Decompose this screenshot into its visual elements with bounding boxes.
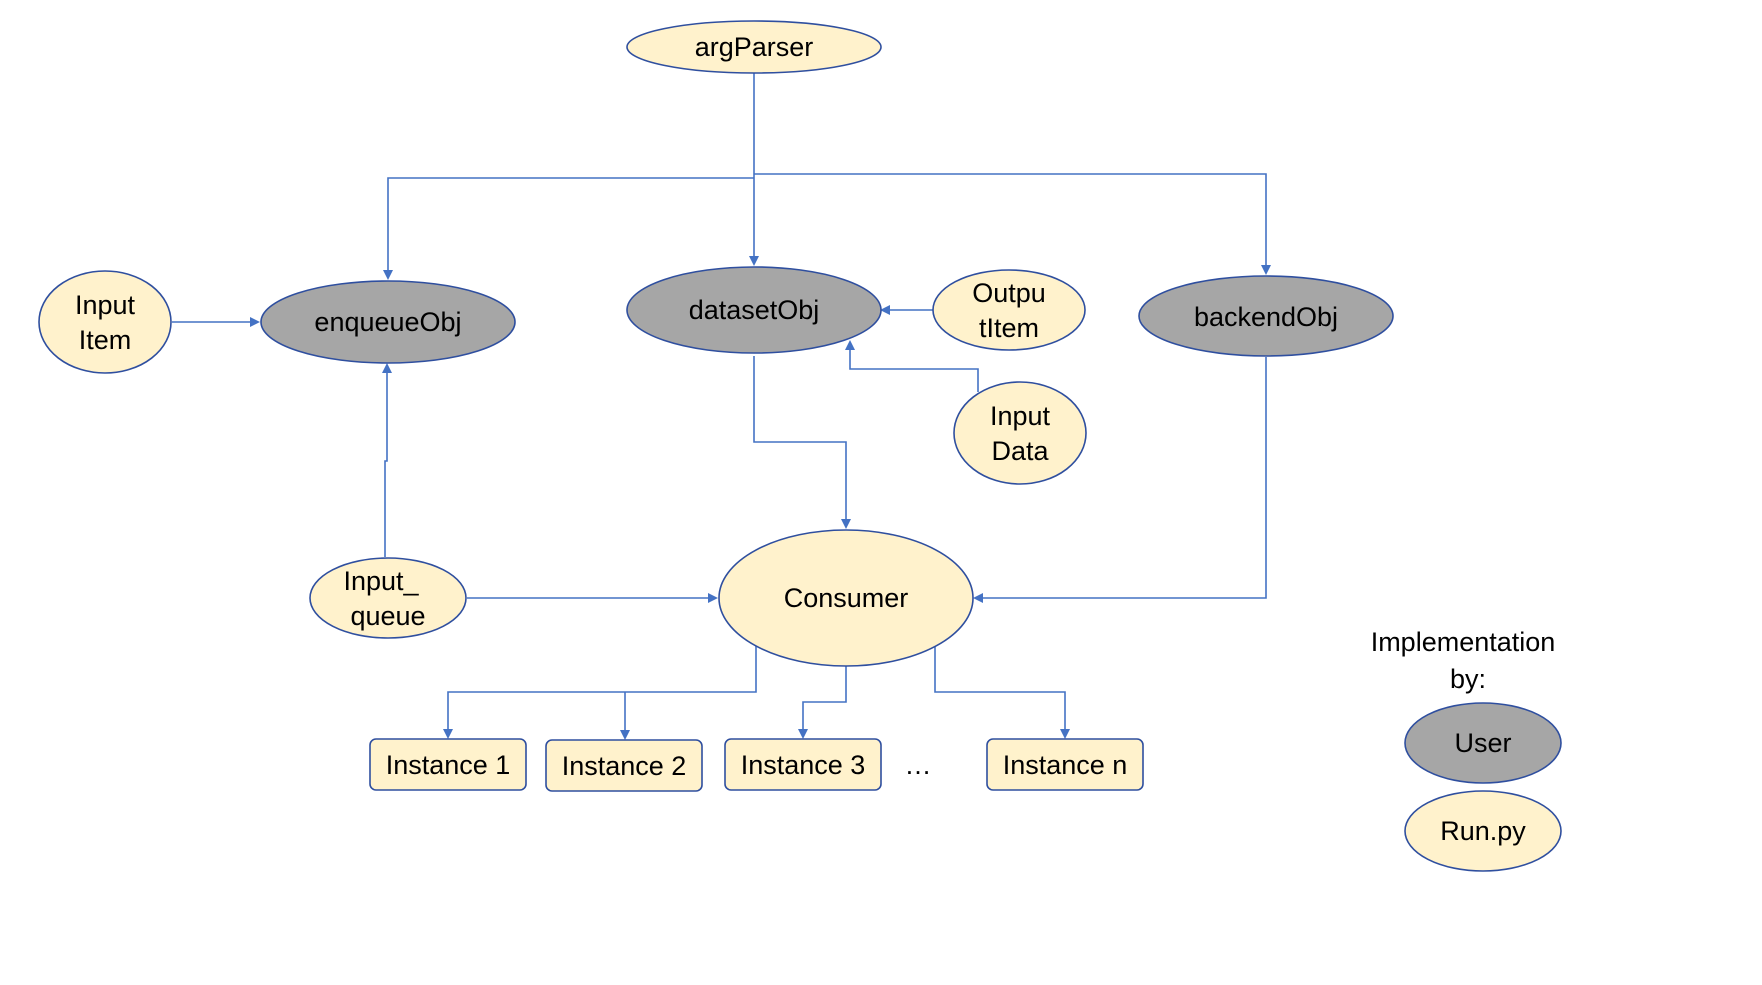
edge-consumer-to-instance-3 [798,666,847,739]
instance-n-shape [986,738,1144,791]
input-data-label-line2: Data [991,436,1049,466]
legend-runpy-label: Run.py [1440,816,1526,846]
instance-n-label: Instance n [1003,750,1128,780]
datasetobj-label: datasetObj [689,295,820,325]
input-item-shape [38,270,172,374]
edge-inputdata-to-datasetobj [845,340,979,392]
edge-argparser-to-enqueueobj [383,177,754,280]
input-queue-label-line1: Input_ [343,566,419,596]
instance-2-shape [545,739,703,792]
input-item-label-line1: Input [75,290,136,320]
node-instance-n: Instance n [986,738,1144,791]
node-backendobj: backendObj [1138,275,1394,357]
edge-consumer-to-instance-1 [443,645,757,739]
node-consumer: Consumer [718,529,974,667]
instance-3-label: Instance 3 [741,750,866,780]
input-item-label-line2: Item [79,325,132,355]
node-input-item: Input Item [38,270,172,374]
input-data-shape [953,381,1087,485]
backendobj-shape [1138,275,1394,357]
enqueueobj-shape [260,280,516,364]
legend-user-label: User [1454,728,1511,758]
node-enqueueobj: enqueueObj [260,280,516,364]
legend-user: User [1404,702,1562,784]
output-item-label-line2: tItem [979,313,1039,343]
input-queue-label-line2: queue [350,601,425,631]
edge-backendobj-to-consumer [973,357,1267,603]
consumer-label: Consumer [784,583,909,613]
input-queue-shape [309,557,467,639]
backendobj-label: backendObj [1194,302,1338,332]
instance-1-shape [369,738,527,791]
node-instance-3: Instance 3 [724,738,882,791]
node-output-item: Outpu tItem [932,269,1086,351]
enqueueobj-label: enqueueObj [314,307,461,337]
edge-datasetobj-to-consumer [753,356,851,529]
legend-title-line2: by: [1450,664,1486,694]
instance-1-label: Instance 1 [386,750,511,780]
edges [172,73,1271,740]
argparser-label: argParser [695,32,814,62]
instance-2-label: Instance 2 [562,751,687,781]
edge-argparser-to-backendobj [754,173,1271,275]
node-datasetobj: datasetObj [626,266,882,354]
instance-boxes: Instance 1 Instance 2 Instance 3 … Insta… [369,738,1144,792]
node-input-queue: Input_ queue [309,557,467,639]
legend: Implementation by: User Run.py [1371,627,1562,872]
node-argparser: argParser [626,20,882,74]
edge-consumer-to-instance-n [934,646,1070,739]
instance-3-shape [724,738,882,791]
input-data-label-line1: Input [990,401,1051,431]
argparser-shape [626,20,882,74]
legend-runpy-swatch [1404,790,1562,872]
instance-ellipsis: … [905,750,932,780]
node-instance-1: Instance 1 [369,738,527,791]
legend-user-swatch [1404,702,1562,784]
output-item-label-line1: Outpu [972,278,1046,308]
datasetobj-shape [626,266,882,354]
legend-title-line1: Implementation [1371,627,1556,657]
legend-runpy: Run.py [1404,790,1562,872]
edge-inputqueue-to-enqueueobj [382,363,392,557]
node-instance-2: Instance 2 [545,739,703,792]
node-input-data: Input Data [953,381,1087,485]
consumer-shape [718,529,974,667]
output-item-shape [932,269,1086,351]
